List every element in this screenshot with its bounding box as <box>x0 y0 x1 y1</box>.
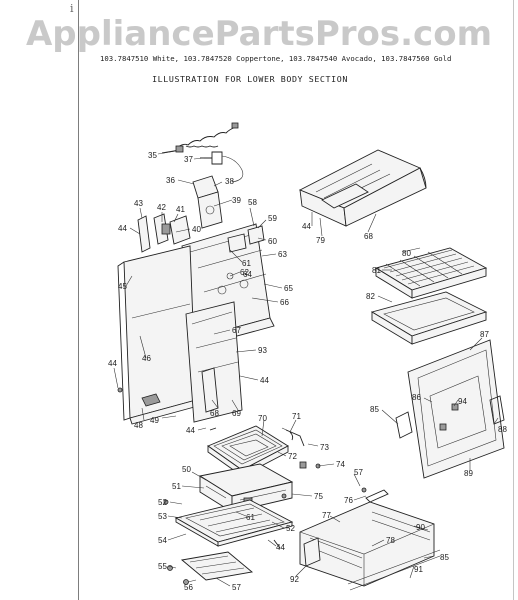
callout-67: 67 <box>232 326 241 335</box>
callout-35: 35 <box>148 151 157 160</box>
callout-37: 37 <box>184 155 193 164</box>
callout-85-door: 85 <box>370 405 379 414</box>
callout-60: 60 <box>268 237 277 246</box>
callout-78: 78 <box>386 536 395 545</box>
callout-53: 53 <box>158 512 167 521</box>
callout-51: 51 <box>172 482 181 491</box>
callout-44-mid: 44 <box>186 426 195 435</box>
callout-80: 80 <box>402 249 411 258</box>
leader-lines <box>113 150 499 587</box>
callout-75: 75 <box>314 492 323 501</box>
bracket-part <box>192 175 223 229</box>
page-edge-line <box>513 0 514 600</box>
callout-44-cover: 44 <box>302 222 311 231</box>
callout-68-upper: 68 <box>364 232 373 241</box>
callout-82: 82 <box>366 292 375 301</box>
callout-57-upper: 57 <box>354 468 363 477</box>
callout-58: 58 <box>248 198 257 207</box>
callout-91: 91 <box>414 565 423 574</box>
model-numbers-line: 103.7847510 White, 103.7847520 Copperton… <box>100 54 452 63</box>
callout-40: 40 <box>192 225 201 234</box>
callout-65: 65 <box>284 284 293 293</box>
callout-44-right: 44 <box>260 376 269 385</box>
side-panel-part <box>117 245 243 425</box>
callout-46: 46 <box>142 354 151 363</box>
callout-56: 56 <box>184 583 193 592</box>
watermark: AppliancePartsPros.com <box>25 14 492 54</box>
callout-62: 62 <box>240 268 249 277</box>
callout-79: 79 <box>316 236 325 245</box>
callout-59: 59 <box>268 214 277 223</box>
callout-39: 39 <box>232 196 241 205</box>
power-cord-part <box>161 122 244 183</box>
callout-73: 73 <box>320 443 329 452</box>
callout-42: 42 <box>157 203 166 212</box>
callout-76: 76 <box>344 496 353 505</box>
callout-93: 93 <box>258 346 267 355</box>
callout-74: 74 <box>336 460 345 469</box>
callout-36: 36 <box>166 176 175 185</box>
callout-45: 45 <box>118 282 127 291</box>
callout-90: 90 <box>416 523 425 532</box>
callout-54: 54 <box>158 536 167 545</box>
callout-38: 38 <box>225 177 234 186</box>
broiler-grid-part <box>374 247 488 299</box>
callout-63: 63 <box>278 250 287 259</box>
cooktop-cover-part <box>298 149 427 227</box>
callout-50: 50 <box>182 465 191 474</box>
callout-49: 49 <box>150 416 159 425</box>
callout-43: 43 <box>134 199 143 208</box>
callout-68-lower: 68 <box>210 409 219 418</box>
callout-44-left: 44 <box>108 359 117 368</box>
storage-drawer-part <box>299 489 441 591</box>
callout-72: 72 <box>288 452 297 461</box>
callout-92: 92 <box>290 575 299 584</box>
diagram-caption: ILLUSTRATION FOR LOWER BODY SECTION <box>152 74 348 84</box>
callout-77: 77 <box>322 511 331 520</box>
callout-69: 69 <box>232 409 241 418</box>
callout-64: 64 <box>243 270 252 279</box>
control-switch-parts <box>137 213 191 253</box>
corner-mark: i <box>70 2 74 15</box>
callout-48: 48 <box>134 421 143 430</box>
callout-44-lower: 44 <box>276 543 285 552</box>
callout-71: 71 <box>292 412 301 421</box>
bottom-trim-part <box>167 551 254 585</box>
callout-61-tray: 61 <box>246 513 255 522</box>
callout-52-right: 52 <box>286 524 295 533</box>
callout-89: 89 <box>464 469 473 478</box>
callout-85-drawer: 85 <box>440 553 449 562</box>
binding-edge-line <box>78 0 79 600</box>
callout-41: 41 <box>176 205 185 214</box>
callout-81: 81 <box>372 266 381 275</box>
oven-door-part <box>395 339 505 479</box>
callout-55: 55 <box>158 562 167 571</box>
callout-52-left: 52 <box>158 498 167 507</box>
callout-70: 70 <box>258 414 267 423</box>
callout-88: 88 <box>498 425 507 434</box>
callout-labels: 35 37 36 38 43 42 41 39 40 58 59 44 61 6… <box>108 151 507 592</box>
callout-57-lower: 57 <box>232 583 241 592</box>
callout-86: 86 <box>412 393 421 402</box>
callout-87: 87 <box>480 330 489 339</box>
broiler-pan-part <box>370 291 488 345</box>
drip-tray-part <box>174 499 294 547</box>
callout-94: 94 <box>458 397 467 406</box>
callout-66: 66 <box>280 298 289 307</box>
callout-61: 61 <box>242 259 251 268</box>
callout-44-upper: 44 <box>118 224 127 233</box>
